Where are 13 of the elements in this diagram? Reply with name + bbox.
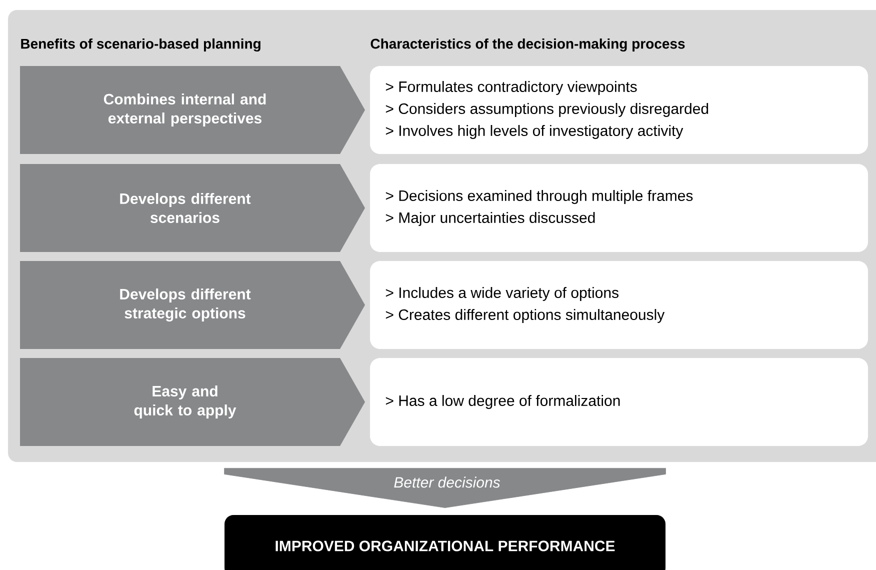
funnel-arrow [224, 468, 666, 508]
column-heading: Benefits of scenario-based planning [21, 38, 260, 52]
benefit-box: Develops different strategic options [20, 261, 365, 349]
text-box: > Includes a wide variety of options > Creates different options simultaneously [370, 261, 868, 349]
result-box: IMPROVED ORGANIZATIONAL PERFORMANCE [224, 515, 666, 570]
column-heading: Characteristics of the decision-making process [370, 38, 685, 52]
benefit-box: Combines internal and external perspectives [20, 66, 365, 154]
text-box: > Formulates contradictory viewpoints > Considers assumptions previously disregarded > Involves high levels of investigatory activity [370, 66, 868, 154]
benefit-box: Develops different scenarios [20, 164, 365, 252]
edge-label: Better decisions [394, 476, 500, 488]
text-box: > Has a low degree of formalization [370, 358, 868, 446]
benefit-box: Easy and quick to apply [20, 358, 365, 446]
text-box: > Decisions examined through multiple frames > Major uncertainties discussed [370, 164, 868, 252]
